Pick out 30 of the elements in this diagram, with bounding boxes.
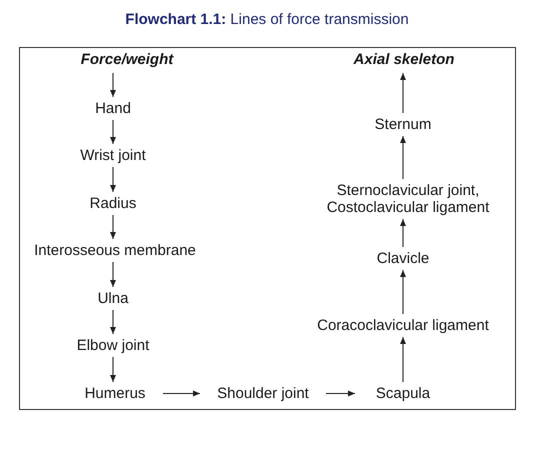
flowchart-title: Flowchart 1.1: Lines of force transmission bbox=[124, 10, 410, 30]
arrow bbox=[400, 72, 406, 114]
flow-step-label: Radius bbox=[90, 195, 136, 212]
flow-step-label: Elbow joint bbox=[76, 337, 150, 354]
flow-step-label: Sternoclavicular joint, Costoclavicular ligament bbox=[326, 182, 490, 216]
flow-step-label: Coracoclavicular ligament bbox=[317, 317, 489, 334]
arrow bbox=[110, 166, 116, 192]
arrow bbox=[400, 270, 406, 314]
flow-step-label: Shoulder joint bbox=[217, 385, 309, 402]
arrow bbox=[110, 72, 116, 98]
arrow bbox=[110, 310, 116, 334]
column-heading: Force/weight bbox=[80, 50, 174, 70]
flow-step-label: Sternum bbox=[374, 116, 432, 133]
arrow bbox=[162, 390, 200, 396]
flow-step-label: Humerus bbox=[84, 385, 146, 402]
flow-step-label: Hand bbox=[95, 100, 131, 117]
flow-step-label: Interosseous membrane bbox=[34, 242, 196, 259]
arrow bbox=[326, 390, 356, 396]
arrow bbox=[110, 356, 116, 382]
flow-step-label: Clavicle bbox=[376, 250, 430, 267]
arrow bbox=[400, 336, 406, 382]
arrow bbox=[400, 136, 406, 180]
flow-step-label: Ulna bbox=[98, 290, 128, 307]
arrow bbox=[110, 262, 116, 288]
flow-step-label: Wrist joint bbox=[80, 147, 146, 164]
arrow bbox=[110, 120, 116, 144]
column-heading: Axial skeleton bbox=[354, 50, 454, 70]
arrow bbox=[400, 218, 406, 248]
arrow bbox=[110, 214, 116, 240]
flow-step-label: Scapula bbox=[376, 385, 430, 402]
